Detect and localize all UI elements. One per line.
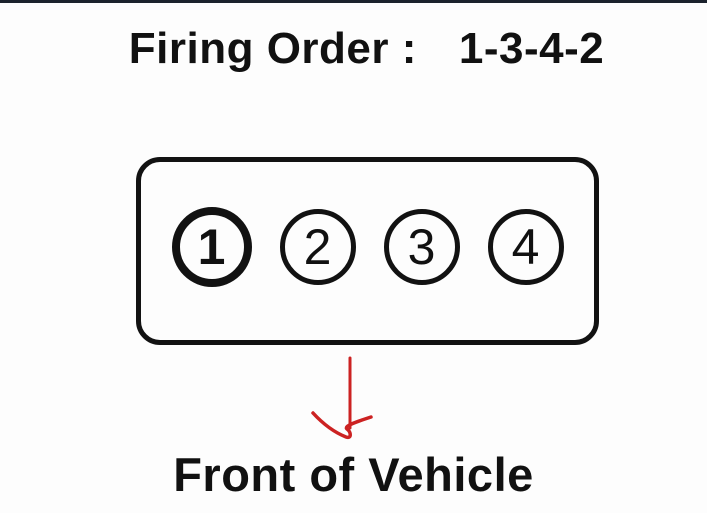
cylinder-1: 1 xyxy=(171,207,252,287)
cylinder-2: 2 xyxy=(279,209,356,285)
cylinder-3: 3 xyxy=(383,209,460,285)
cylinder-3-number: 3 xyxy=(407,219,436,275)
cylinder-2-number: 2 xyxy=(303,219,332,275)
front-of-vehicle-label: Front of Vehicle xyxy=(173,448,534,501)
page-title: Firing Order : 1-3-4-2 xyxy=(13,24,707,74)
top-border-line xyxy=(0,0,707,3)
down-arrow-icon xyxy=(311,356,373,440)
cylinder-block-outline: 1 2 3 4 xyxy=(136,157,599,345)
cylinder-1-number: 1 xyxy=(197,219,226,275)
cylinder-4-number: 4 xyxy=(511,219,540,275)
firing-order-value: 1-3-4-2 xyxy=(458,24,605,73)
cylinder-4: 4 xyxy=(487,209,564,285)
firing-order-label: Firing Order : xyxy=(128,24,417,73)
